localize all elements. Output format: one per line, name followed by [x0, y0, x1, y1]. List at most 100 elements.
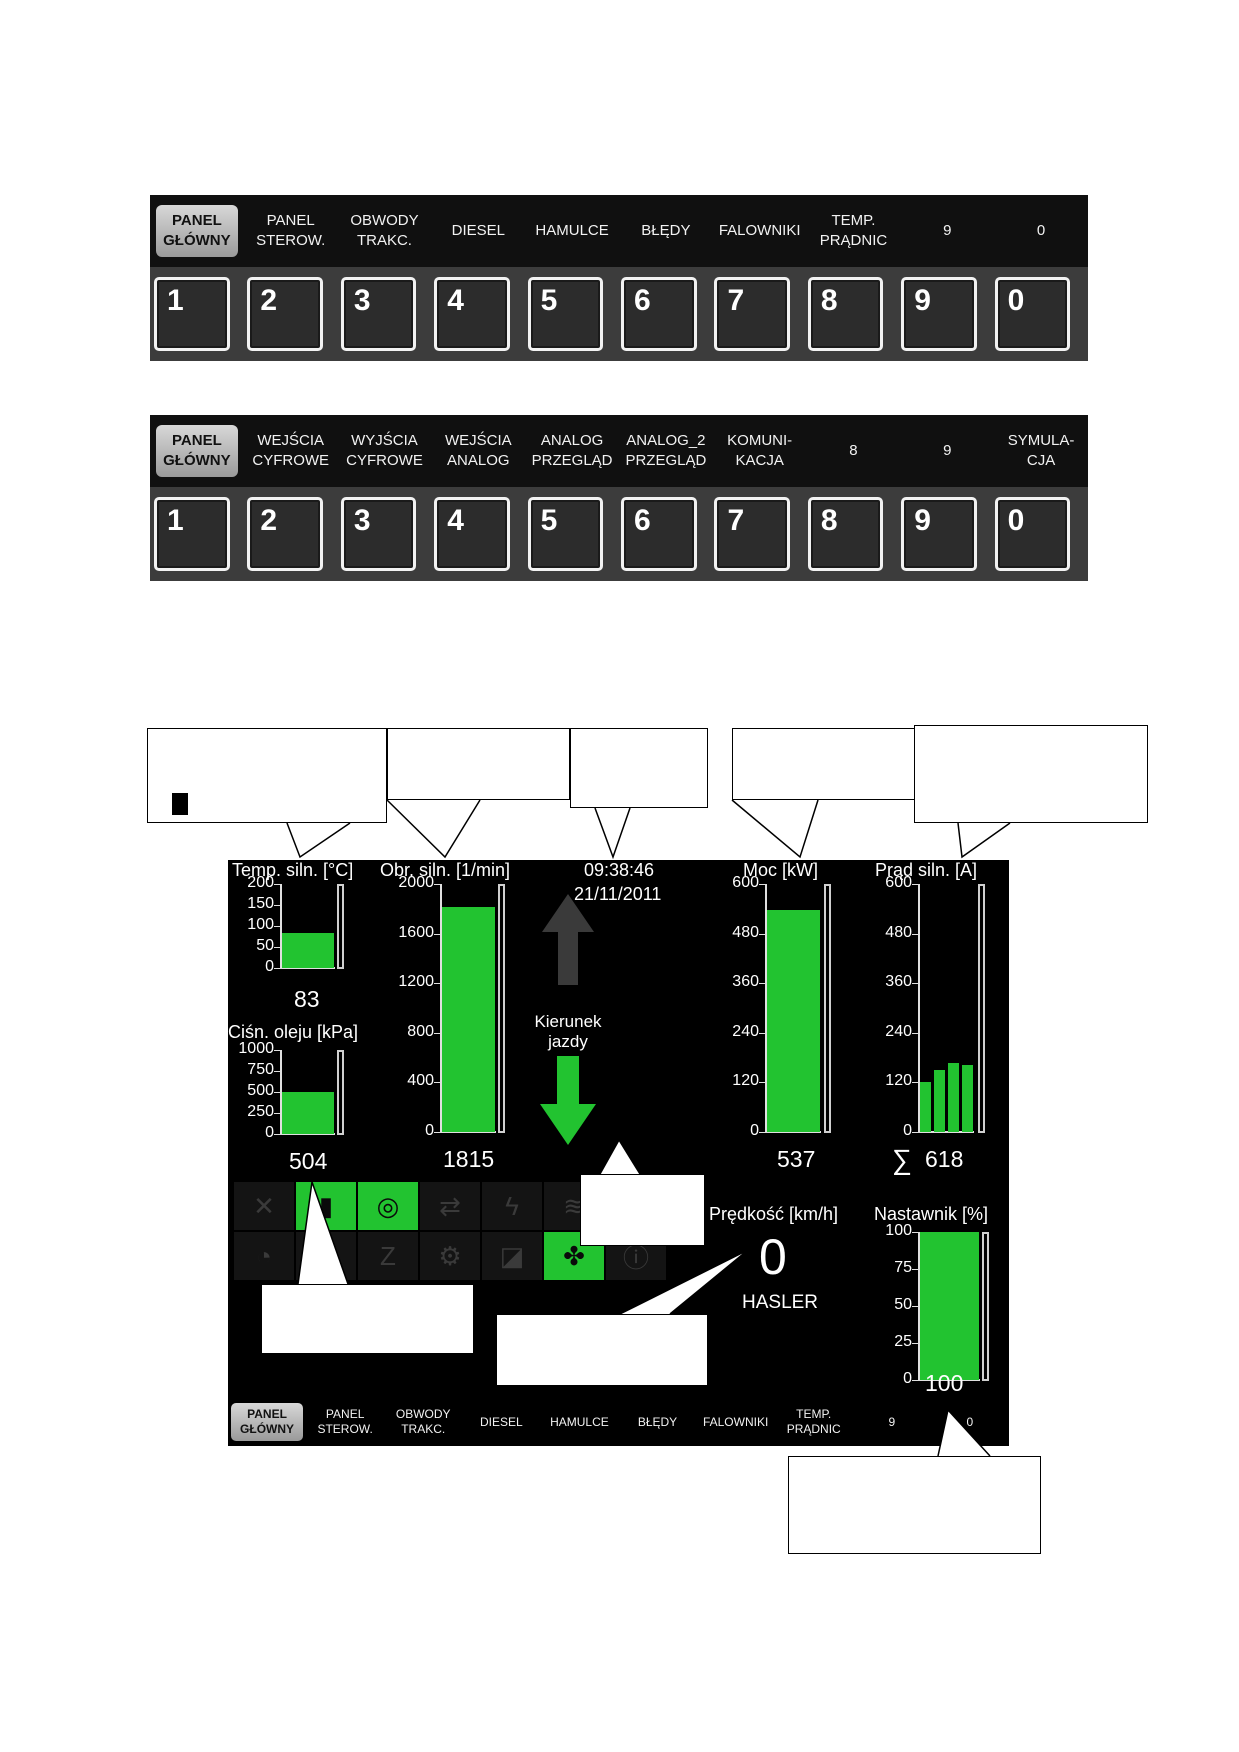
- function-key-8[interactable]: 8: [807, 277, 884, 351]
- tick-mark: [274, 905, 280, 906]
- gauge-reference-bar: [498, 884, 505, 1133]
- tick-label: 750: [247, 1061, 274, 1078]
- tab-6[interactable]: BŁĘDY: [618, 1398, 696, 1446]
- key-label: 8: [820, 504, 838, 537]
- tab-5[interactable]: ANALOG PRZEGLĄD: [525, 415, 619, 487]
- function-key-3[interactable]: 3: [340, 497, 417, 571]
- tab-3[interactable]: OBWODY TRAKC.: [384, 1398, 462, 1446]
- function-key-0[interactable]: 0: [994, 277, 1071, 351]
- tab-4[interactable]: DIESEL: [431, 195, 525, 267]
- tab-label: 9: [888, 1414, 896, 1429]
- tab-label: PANEL GŁÓWNY: [231, 1403, 304, 1441]
- tick-label: 1000: [238, 1040, 274, 1057]
- key-label: 3: [353, 504, 371, 537]
- key-label: 7: [727, 284, 745, 317]
- gauge-level-bar: [948, 1062, 959, 1132]
- tab-1[interactable]: PANEL GŁÓWNY: [150, 195, 244, 267]
- tab-label: ANALOG_2 PRZEGLĄD: [625, 432, 707, 469]
- tab-8[interactable]: TEMP. PRĄDNIC: [807, 195, 901, 267]
- meter-icon: ◪: [482, 1232, 542, 1280]
- function-key-9[interactable]: 9: [901, 497, 977, 571]
- gauge-level-bar: [920, 1232, 979, 1380]
- function-key-5[interactable]: 5: [527, 277, 604, 351]
- tab-8[interactable]: TEMP. PRĄDNIC: [775, 1398, 853, 1446]
- function-key-1[interactable]: 1: [154, 497, 230, 571]
- tick-label: 250: [247, 1103, 274, 1120]
- tab-9[interactable]: 9: [900, 415, 994, 487]
- function-key-2[interactable]: 2: [247, 497, 324, 571]
- function-key-2[interactable]: 2: [247, 277, 324, 351]
- power-label: Moc [kW]: [743, 860, 818, 880]
- tab-7[interactable]: FALOWNIKI: [697, 1398, 775, 1446]
- tick-label: 0: [425, 1122, 434, 1139]
- tab-label: BŁĘDY: [641, 222, 691, 239]
- tab-2[interactable]: PANEL STEROW.: [244, 195, 338, 267]
- tab-4[interactable]: DIESEL: [462, 1398, 540, 1446]
- tab-2[interactable]: PANEL STEROW.: [306, 1398, 384, 1446]
- tab-label: PANEL GŁÓWNY: [155, 205, 238, 257]
- tab-label: 8: [849, 442, 858, 459]
- key-label: 7: [727, 504, 745, 537]
- function-key-4[interactable]: 4: [434, 497, 510, 571]
- tick-mark: [912, 1232, 918, 1233]
- fan-off-icon: ✕: [234, 1182, 294, 1230]
- tab-6[interactable]: ANALOG_2 PRZEGLĄD: [619, 415, 713, 487]
- tick-mark: [912, 1380, 918, 1381]
- tick-mark: [912, 1082, 918, 1084]
- tab-1[interactable]: PANEL GŁÓWNY: [150, 415, 244, 487]
- tick-label: 200: [247, 874, 274, 891]
- tab-2[interactable]: WEJŚCIA CYFROWE: [244, 415, 338, 487]
- clock-date: 21/11/2011: [574, 884, 662, 904]
- gauge-level-bar: [934, 1070, 945, 1132]
- function-key-0[interactable]: 0: [994, 497, 1071, 571]
- tab-9[interactable]: 9: [853, 1398, 931, 1446]
- tab-6[interactable]: BŁĘDY: [619, 195, 713, 267]
- key-label: 6: [634, 504, 651, 537]
- forward-arrow-icon: [542, 894, 594, 985]
- tick-label: 120: [885, 1072, 912, 1090]
- tab-label: KOMUNI- KACJA: [727, 432, 793, 469]
- function-key-9[interactable]: 9: [901, 277, 977, 351]
- tab-5[interactable]: HAMULCE: [525, 195, 619, 267]
- sum-icon: ∑: [892, 1144, 912, 1175]
- function-key-8[interactable]: 8: [807, 497, 884, 571]
- function-key-4[interactable]: 4: [434, 277, 510, 351]
- tab-label: DIESEL: [479, 1414, 523, 1429]
- tick-mark: [434, 1032, 440, 1034]
- tab-label: FALOWNIKI: [718, 222, 801, 239]
- tick-mark: [912, 933, 918, 935]
- tab-label: OBWODY TRAKC.: [395, 1407, 451, 1436]
- function-key-6[interactable]: 6: [621, 497, 697, 571]
- tab-3[interactable]: OBWODY TRAKC.: [338, 195, 432, 267]
- tab-label: 9: [943, 442, 952, 459]
- tab-10[interactable]: 0: [931, 1398, 1009, 1446]
- tab-7[interactable]: FALOWNIKI: [713, 195, 807, 267]
- tab-7[interactable]: KOMUNI- KACJA: [713, 415, 807, 487]
- tab-4[interactable]: WEJŚCIA ANALOG: [431, 415, 525, 487]
- tab-9[interactable]: 9: [900, 195, 994, 267]
- tab-5[interactable]: HAMULCE: [540, 1398, 618, 1446]
- tick-label: 0: [903, 1122, 912, 1139]
- function-key-3[interactable]: 3: [340, 277, 417, 351]
- tab-10[interactable]: SYMULA- CJA: [994, 415, 1088, 487]
- tab-label: WEJŚCIA ANALOG: [444, 432, 512, 469]
- function-key-7[interactable]: 7: [714, 277, 791, 351]
- tick-label: 0: [265, 958, 274, 975]
- gauge-icon: ◔: [234, 1232, 294, 1280]
- function-key-7[interactable]: 7: [714, 497, 791, 571]
- oil-value: 504: [289, 1148, 328, 1174]
- function-key-1[interactable]: 1: [154, 277, 230, 351]
- function-key-5[interactable]: 5: [527, 497, 604, 571]
- temp-label: Temp. siln. [°C]: [232, 860, 354, 880]
- tab-1[interactable]: PANEL GŁÓWNY: [228, 1398, 306, 1446]
- tick-label: 1200: [398, 973, 434, 991]
- tab-8[interactable]: 8: [807, 415, 901, 487]
- gauge-axis: [765, 884, 821, 1133]
- tab-3[interactable]: WYJŚCIA CYFROWE: [338, 415, 432, 487]
- gauge-reference-bar: [337, 1050, 344, 1135]
- tick-mark: [274, 1050, 280, 1051]
- tab-10[interactable]: 0: [994, 195, 1088, 267]
- function-key-6[interactable]: 6: [621, 277, 697, 351]
